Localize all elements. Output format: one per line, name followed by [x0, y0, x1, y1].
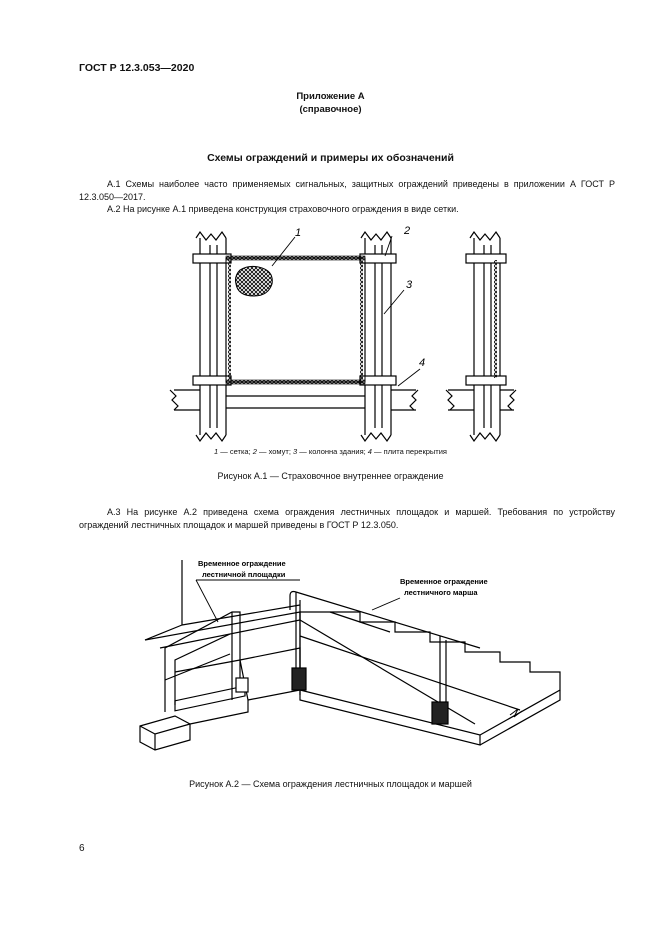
- floor-slab: [169, 389, 419, 411]
- label-march-line2: лестничного марша: [404, 588, 478, 597]
- legend-text-4: — плита перекрытия: [371, 447, 447, 456]
- page-number: 6: [79, 843, 85, 854]
- callout-2: 2: [403, 225, 410, 237]
- legend-num-3: 3: [293, 447, 298, 456]
- march-rail: [289, 590, 521, 724]
- wall: [144, 560, 183, 641]
- section-title: Схемы ограждений и примеры их обозначени…: [207, 152, 454, 164]
- legend-num-4: 4: [367, 447, 372, 456]
- landing-rail: [164, 611, 241, 712]
- legend-text-1: — сетка;: [218, 447, 253, 456]
- net-frame: [225, 255, 366, 385]
- figure-a1-caption: Рисунок А.1 — Страховочное внутреннее ог…: [217, 471, 444, 481]
- paragraph-a2: А.2 На рисунке А.1 приведена конструкция…: [107, 204, 459, 214]
- paragraph-a3: А.3 На рисунке А.2 приведена схема ограж…: [79, 507, 615, 530]
- legend-num-2: 2: [252, 447, 257, 456]
- legend-text-3: — колонна здания;: [297, 447, 368, 456]
- column-side-view: [445, 230, 517, 443]
- label-march-line1: Временное ограждение: [400, 577, 488, 586]
- upper-landing: [144, 604, 301, 649]
- callout-3: 3: [406, 279, 413, 291]
- figure-a1-legend: 1 — сетка; 2 — хомут; 3 — колонна здания…: [0, 447, 661, 456]
- legend-text-2: — хомут;: [256, 447, 294, 456]
- callout-4: 4: [419, 357, 425, 369]
- label-landing-line2: лестничной площадки: [202, 570, 286, 579]
- appendix-subtitle: (справочное): [299, 104, 362, 115]
- mid-landing: [239, 647, 301, 701]
- appendix-title: Приложение А: [296, 91, 365, 102]
- document-header: ГОСТ Р 12.3.053—2020: [79, 62, 195, 74]
- legend-num-1: 1: [214, 447, 219, 456]
- callout-1: 1: [295, 227, 301, 239]
- stair-steps: [299, 611, 561, 736]
- beam: [139, 715, 191, 751]
- paragraph-a1: А.1 Схемы наиболее часто применяемых сиг…: [79, 179, 615, 202]
- figure-a2-caption: Рисунок А.2 — Схема ограждения лестничны…: [189, 779, 472, 789]
- label-landing-line1: Временное ограждение: [198, 559, 286, 568]
